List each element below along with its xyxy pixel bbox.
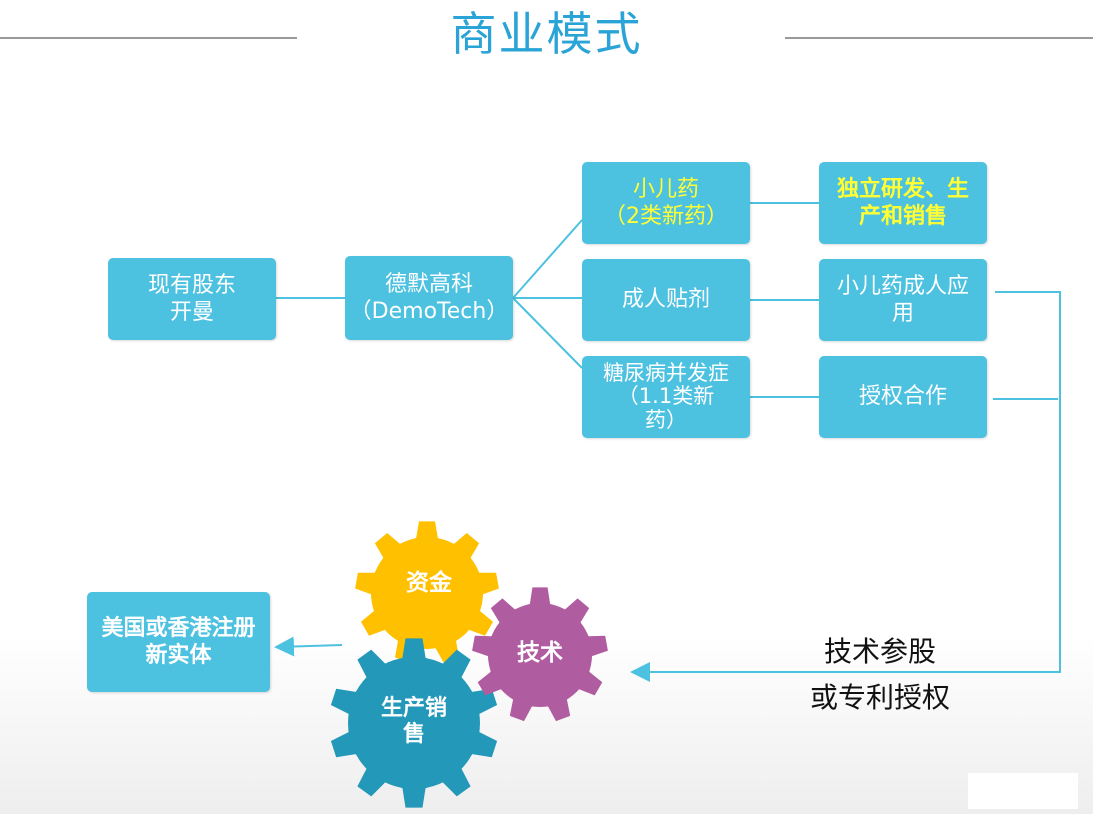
license-box: 授权合作 xyxy=(819,356,987,438)
gear-production-body xyxy=(348,657,480,789)
diabetes-complication-label: 糖尿病并发症 （1.1类新 药） xyxy=(603,360,729,432)
independent-rd-label: 独立研发、生 产和销售 xyxy=(836,176,969,230)
patent-license-text: 或专利授权 xyxy=(809,681,950,714)
gear-funds-body xyxy=(371,537,483,649)
new-entity-box: 美国或香港注册 新实体 xyxy=(87,592,270,692)
new-entity-label: 美国或香港注册 新实体 xyxy=(101,615,256,669)
diabetes-complication-box: 糖尿病并发症 （1.1类新 药） xyxy=(582,356,750,438)
pediatric-drug-box: 小儿药 （2类新药） xyxy=(582,162,750,244)
demotech-box: 德默高科 （DemoTech） xyxy=(345,256,513,340)
technology-gear-label: 技术 xyxy=(517,640,563,666)
pediatric-adult-use-box: 小儿药成人应 用 xyxy=(819,259,987,341)
pediatric-drug-label: 小儿药 （2类新药） xyxy=(604,176,728,230)
title-divider-right xyxy=(785,37,1093,39)
pediatric-adult-use-label: 小儿药成人应 用 xyxy=(836,273,969,327)
demotech-label: 德默高科 （DemoTech） xyxy=(349,271,509,325)
connector-to-new-entity xyxy=(274,636,343,657)
technology-gear xyxy=(472,587,608,722)
connector-demotech-pediatric xyxy=(512,219,583,299)
shareholder-label: 现有股东 开曼 xyxy=(147,272,236,326)
connector-demotech-diabetes xyxy=(512,297,583,369)
corner-white-box xyxy=(968,773,1078,809)
shareholder-box: 现有股东 开曼 xyxy=(108,258,276,340)
production-sales-gear-label: 生产销 售 xyxy=(380,696,447,748)
adult-patch-box: 成人贴剂 xyxy=(582,259,750,341)
license-label: 授权合作 xyxy=(858,384,947,410)
connector-right-loop xyxy=(630,291,1061,682)
title-divider-left xyxy=(0,37,297,39)
adult-patch-label: 成人贴剂 xyxy=(621,287,710,313)
funds-gear-label: 资金 xyxy=(406,570,452,596)
funds-gear xyxy=(355,521,499,663)
tech-equity-text: 技术参股 xyxy=(823,635,936,668)
page-title: 商业模式 xyxy=(450,7,643,61)
production-sales-gear xyxy=(330,638,498,808)
gear-tech-body xyxy=(488,603,592,707)
independent-rd-box: 独立研发、生 产和销售 xyxy=(819,162,987,244)
